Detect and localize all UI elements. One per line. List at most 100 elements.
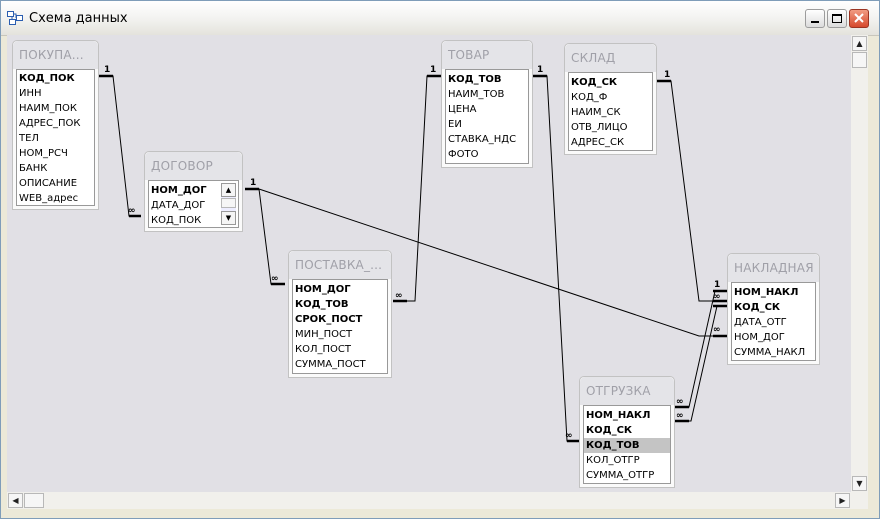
right-arrow-icon: ▶ <box>839 496 846 505</box>
scroll-up-button[interactable]: ▲ <box>852 36 867 51</box>
field-item[interactable]: КОД_ТОВ <box>448 74 502 85</box>
field-item[interactable]: ДАТА_ОТГ <box>734 317 787 328</box>
table-title[interactable]: ДОГОВОР <box>145 152 242 180</box>
many-label: ∞ <box>395 291 403 301</box>
table-otgruzka[interactable]: ОТГРУЗКА НОМ_НАКЛ КОД_СК КОД_ТОВ КОЛ_ОТГ… <box>579 376 675 488</box>
field-item[interactable]: КОД_Ф <box>571 92 608 103</box>
field-item[interactable]: НОМ_НАКЛ <box>586 410 651 421</box>
field-item[interactable]: КОД_СК <box>571 77 618 88</box>
scroll-down-button[interactable]: ▼ <box>852 476 867 491</box>
maximize-icon <box>832 14 842 23</box>
one-label: 1 <box>714 280 721 290</box>
field-item-selected[interactable]: КОД_ТОВ <box>584 438 670 453</box>
field-item[interactable]: МИН_ПОСТ <box>295 329 353 340</box>
diagram-canvas[interactable]: 1 ∞ 1 ∞ 1 ∞ 1 ∞ 1 1 ∞ ∞ ∞ ∞ ПОКУПА... КО… <box>7 35 851 492</box>
minimize-button[interactable] <box>805 9 825 28</box>
field-item[interactable]: СУММА_ПОСТ <box>295 359 366 370</box>
relationship-lines <box>99 74 727 443</box>
table-pokupatel[interactable]: ПОКУПА... КОД_ПОК ИНН НАИМ_ПОК АДРЕС_ПОК… <box>12 40 99 210</box>
field-item[interactable]: КОЛ_ПОСТ <box>295 344 351 355</box>
field-item[interactable]: НАИМ_ПОК <box>19 103 77 114</box>
scroll-down-button[interactable]: ▼ <box>221 211 236 225</box>
minimize-icon <box>811 21 819 23</box>
table-tovar[interactable]: ТОВАР КОД_ТОВ НАИМ_ТОВ ЦЕНА ЕИ СТАВКА_НД… <box>441 40 533 168</box>
field-item[interactable]: ЦЕНА <box>448 104 477 115</box>
field-item[interactable]: НАИМ_СК <box>571 107 621 118</box>
field-item[interactable]: КОЛ_ОТГР <box>586 455 640 466</box>
field-item[interactable]: КОД_СК <box>586 425 633 436</box>
table-sklad[interactable]: СКЛАД КОД_СК КОД_Ф НАИМ_СК ОТВ_ЛИЦО АДРЕ… <box>564 43 657 155</box>
table-postavka[interactable]: ПОСТАВКА_... НОМ_ДОГ КОД_ТОВ СРОК_ПОСТ М… <box>288 250 392 378</box>
field-item[interactable]: НОМ_ДОГ <box>295 284 351 295</box>
down-arrow-icon: ▼ <box>225 214 232 222</box>
table-title[interactable]: ОТГРУЗКА <box>580 377 674 405</box>
field-item[interactable]: КОД_ПОК <box>19 73 75 84</box>
relationship-line <box>245 188 285 285</box>
one-label: 1 <box>664 70 671 80</box>
field-item[interactable]: WEB_адрес <box>19 193 79 204</box>
field-item[interactable]: НОМ_НАКЛ <box>734 287 799 298</box>
field-item[interactable]: НОМ_ДОГ <box>151 185 207 196</box>
field-item[interactable]: КОД_ПОК <box>151 215 202 226</box>
resize-grip[interactable] <box>851 492 868 509</box>
field-item[interactable]: ОТВ_ЛИЦО <box>571 122 628 133</box>
field-item[interactable]: ОПИСАНИЕ <box>19 178 78 189</box>
many-label: ∞ <box>271 274 279 284</box>
relationship-line <box>99 75 141 217</box>
maximize-button[interactable] <box>827 9 847 28</box>
table-title[interactable]: ПОСТАВКА_... <box>289 251 391 279</box>
field-item[interactable]: ТЕЛ <box>19 133 39 144</box>
field-item[interactable]: ЕИ <box>448 119 462 130</box>
horizontal-scrollbar[interactable]: ◀ ▶ <box>7 492 851 509</box>
many-label: ∞ <box>565 431 573 441</box>
field-list[interactable]: КОД_ТОВ НАИМ_ТОВ ЦЕНА ЕИ СТАВКА_НДС ФОТО <box>445 69 529 164</box>
one-label: 1 <box>430 65 437 75</box>
up-arrow-icon: ▲ <box>856 39 863 48</box>
vertical-scrollbar[interactable]: ▲ ▼ <box>851 35 868 492</box>
relationship-line <box>675 290 727 408</box>
table-title[interactable]: СКЛАД <box>565 44 656 72</box>
title-bar[interactable]: Схема данных <box>1 1 879 36</box>
down-arrow-icon: ▼ <box>856 479 863 488</box>
field-item[interactable]: БАНК <box>19 163 48 174</box>
horizontal-scroll-thumb[interactable] <box>24 493 44 508</box>
field-item[interactable]: ФОТО <box>448 149 479 160</box>
field-list[interactable]: НОМ_НАКЛ КОД_СК КОД_ТОВ КОЛ_ОТГР СУММА_О… <box>583 405 671 484</box>
relationships-icon <box>7 11 23 25</box>
scroll-up-button[interactable]: ▲ <box>221 183 236 197</box>
table-title[interactable]: ПОКУПА... <box>13 41 98 69</box>
field-item[interactable]: ДАТА_ДОГ <box>151 200 206 211</box>
many-label: ∞ <box>676 411 684 421</box>
close-icon <box>854 13 864 23</box>
field-list[interactable]: НОМ_ДОГ ДАТА_ДОГ КОД_ПОК ▲ ▼ <box>148 180 239 228</box>
scroll-thumb[interactable] <box>221 198 236 208</box>
field-item[interactable]: СУММА_НАКЛ <box>734 347 806 358</box>
field-item[interactable]: КОД_ТОВ <box>295 299 349 310</box>
many-label: ∞ <box>676 397 684 407</box>
field-item[interactable]: НОМ_РСЧ <box>19 148 68 159</box>
close-button[interactable] <box>849 9 869 28</box>
field-item[interactable]: АДРЕС_СК <box>571 137 625 148</box>
scroll-right-button[interactable]: ▶ <box>835 493 850 508</box>
table-title[interactable]: НАКЛАДНАЯ <box>728 254 819 282</box>
field-list-scrollbar[interactable]: ▲ ▼ <box>221 183 236 225</box>
field-item[interactable]: АДРЕС_ПОК <box>19 118 81 129</box>
field-item[interactable]: СРОК_ПОСТ <box>295 314 363 325</box>
relationship-line <box>657 80 727 302</box>
field-item[interactable]: КОД_СК <box>734 302 781 313</box>
field-list[interactable]: КОД_СК КОД_Ф НАИМ_СК ОТВ_ЛИЦО АДРЕС_СК <box>568 72 653 151</box>
field-list[interactable]: КОД_ПОК ИНН НАИМ_ПОК АДРЕС_ПОК ТЕЛ НОМ_Р… <box>16 69 95 206</box>
scroll-left-button[interactable]: ◀ <box>8 493 23 508</box>
field-item[interactable]: НОМ_ДОГ <box>734 332 785 343</box>
field-item[interactable]: ИНН <box>19 88 42 99</box>
table-title[interactable]: ТОВАР <box>442 41 532 69</box>
field-item[interactable]: СТАВКА_НДС <box>448 134 517 145</box>
window-title: Схема данных <box>29 11 128 26</box>
field-item[interactable]: СУММА_ОТГР <box>586 470 655 481</box>
field-list[interactable]: НОМ_НАКЛ КОД_СК ДАТА_ОТГ НОМ_ДОГ СУММА_Н… <box>731 282 816 361</box>
field-item[interactable]: НАИМ_ТОВ <box>448 89 505 100</box>
vertical-scroll-thumb[interactable] <box>852 52 867 68</box>
table-dogovor[interactable]: ДОГОВОР НОМ_ДОГ ДАТА_ДОГ КОД_ПОК ▲ ▼ <box>144 151 243 232</box>
field-list[interactable]: НОМ_ДОГ КОД_ТОВ СРОК_ПОСТ МИН_ПОСТ КОЛ_П… <box>292 279 388 374</box>
table-nakladnaya[interactable]: НАКЛАДНАЯ НОМ_НАКЛ КОД_СК ДАТА_ОТГ НОМ_Д… <box>727 253 820 365</box>
